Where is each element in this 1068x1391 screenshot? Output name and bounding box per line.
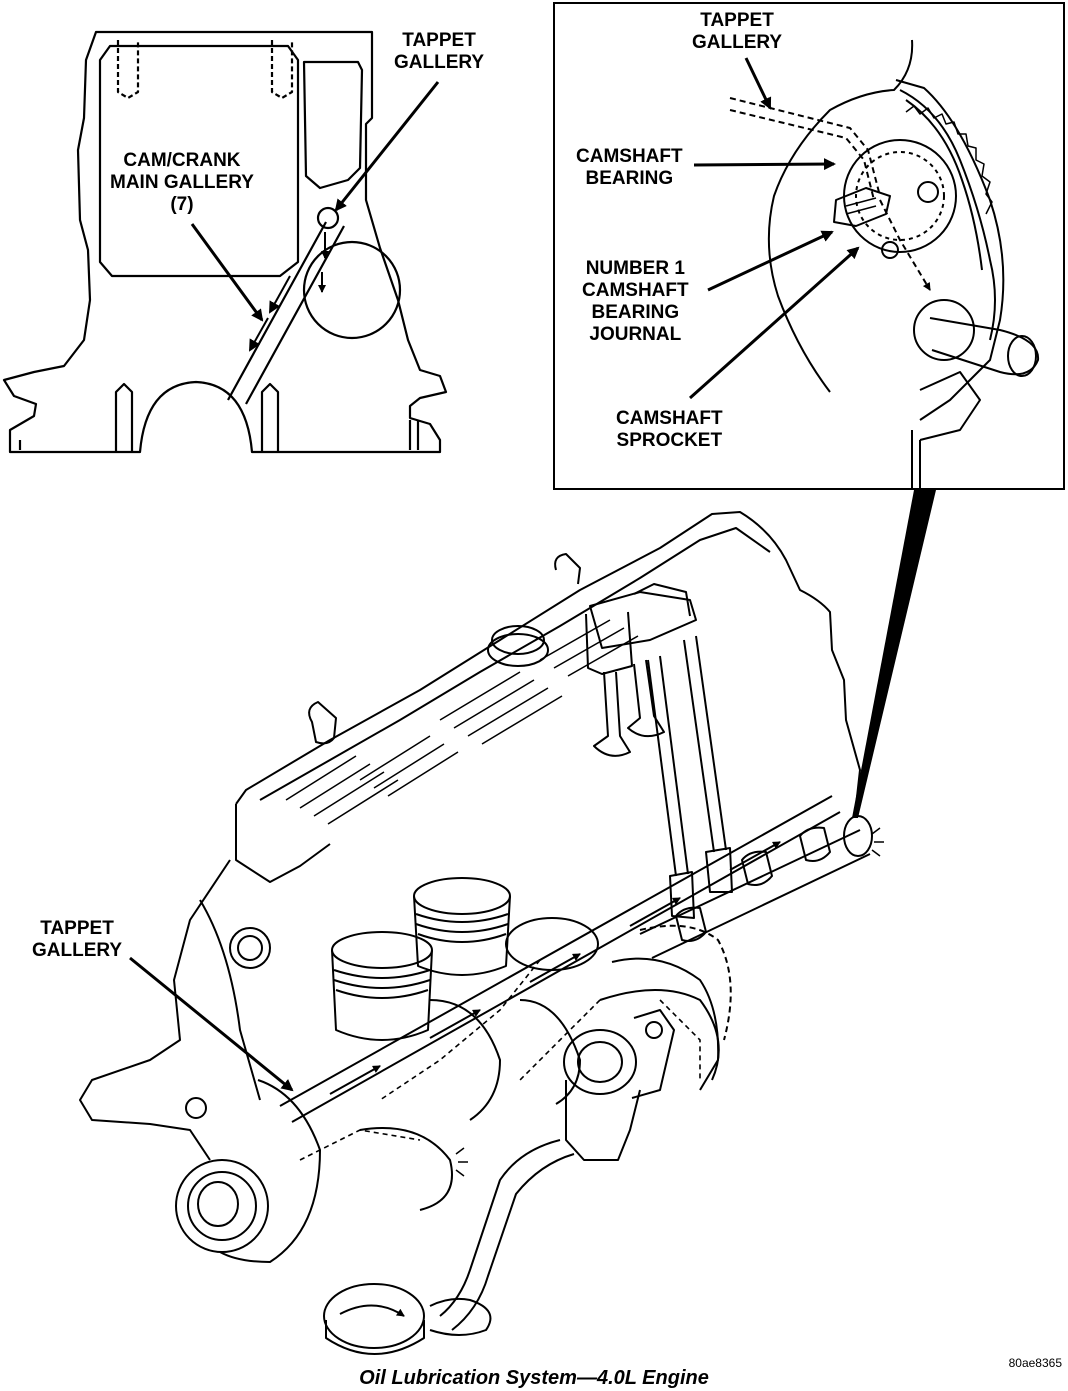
oil-pump: [323, 1009, 675, 1355]
crankshaft: [175, 924, 732, 1263]
tappet-gallery-hole: [316, 206, 340, 230]
right-pocket: [302, 60, 364, 190]
camshaft: [639, 815, 873, 959]
inset-frame: [553, 2, 1065, 490]
callout-wedge: [852, 490, 936, 818]
pistons: [331, 877, 599, 1041]
engine-assembly: [79, 511, 884, 1355]
valvetrain: [585, 583, 733, 919]
inset-detail: [689, 39, 1040, 488]
internal-oil-paths: [299, 959, 701, 1161]
oil-pickup-screen: [323, 1283, 425, 1349]
figure-caption: Oil Lubrication System—4.0L Engine: [359, 1367, 709, 1389]
valve-cover: [235, 511, 861, 807]
block-outline: [2, 30, 448, 454]
figure-id: 80ae8365: [1008, 1356, 1062, 1370]
oil-squirt-icons: [455, 827, 884, 1177]
oil-pickup-tube: [439, 1139, 575, 1331]
block-section: [2, 30, 448, 454]
bore-circle: [302, 240, 402, 340]
oil-filler-cap: [487, 633, 549, 667]
tappet-gallery-line: [279, 795, 841, 1123]
